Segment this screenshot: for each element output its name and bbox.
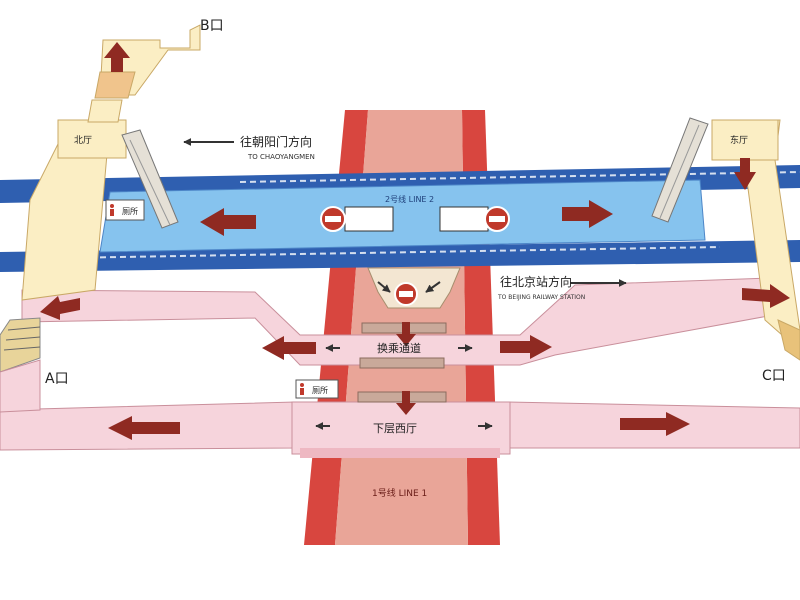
direction-arrow-icon <box>425 281 441 293</box>
no-entry-icon <box>484 206 510 232</box>
arrow-left-icon <box>108 416 180 440</box>
direction-beijing-en: TO BEIJING RAILWAY STATION <box>497 294 585 301</box>
arrow-down-icon <box>734 158 756 190</box>
direction-chaoyangmen-en: TO CHAOYANGMEN <box>247 153 315 161</box>
arrow-right-icon <box>500 335 552 359</box>
no-entry-icon <box>320 206 346 232</box>
toilet-label: 厕所 <box>122 206 138 216</box>
toilet-sign: 厕所 <box>105 199 145 221</box>
lower-west-hall-label: 下层西厅 <box>373 422 417 435</box>
exit-a-stairs <box>0 317 41 373</box>
direction-chaoyangmen-cn: 往朝阳门方向 <box>240 134 312 149</box>
arrow-right-icon <box>742 284 790 308</box>
lower-hall-box <box>291 401 511 455</box>
toilet-sign: 厕所 <box>295 379 339 399</box>
arrow-down-left-icon <box>40 296 80 320</box>
platform-barrier-right <box>439 206 489 232</box>
exit-b-label: B口 <box>200 18 224 34</box>
arrow-down-icon <box>396 322 416 346</box>
east-hall-label: 东厅 <box>730 134 748 146</box>
exit-c-label: C口 <box>762 368 786 384</box>
platform-barrier-left <box>344 206 394 232</box>
arrow-left-icon <box>262 336 316 360</box>
no-entry-icon <box>394 282 418 306</box>
transfer-label: 换乘通道 <box>377 341 421 355</box>
arrow-right-icon <box>562 200 613 228</box>
exit-a-label: A口 <box>45 371 69 387</box>
north-hall-label: 北厅 <box>74 135 92 146</box>
line2-label: 2号线 LINE 2 <box>385 194 434 204</box>
arrow-right-icon <box>620 412 690 436</box>
arrow-up-icon <box>104 42 130 72</box>
west-escalator <box>121 129 179 229</box>
stairs-lower <box>359 357 445 369</box>
arrow-left-icon <box>200 208 256 236</box>
direction-arrow-icon <box>377 281 391 293</box>
line1-label: 1号线 LINE 1 <box>372 487 427 499</box>
arrow-down-icon <box>396 391 416 415</box>
direction-beijing-cn: 往北京站方向 <box>500 274 572 289</box>
line2-platform <box>99 179 706 253</box>
toilet-label: 厕所 <box>312 385 328 395</box>
